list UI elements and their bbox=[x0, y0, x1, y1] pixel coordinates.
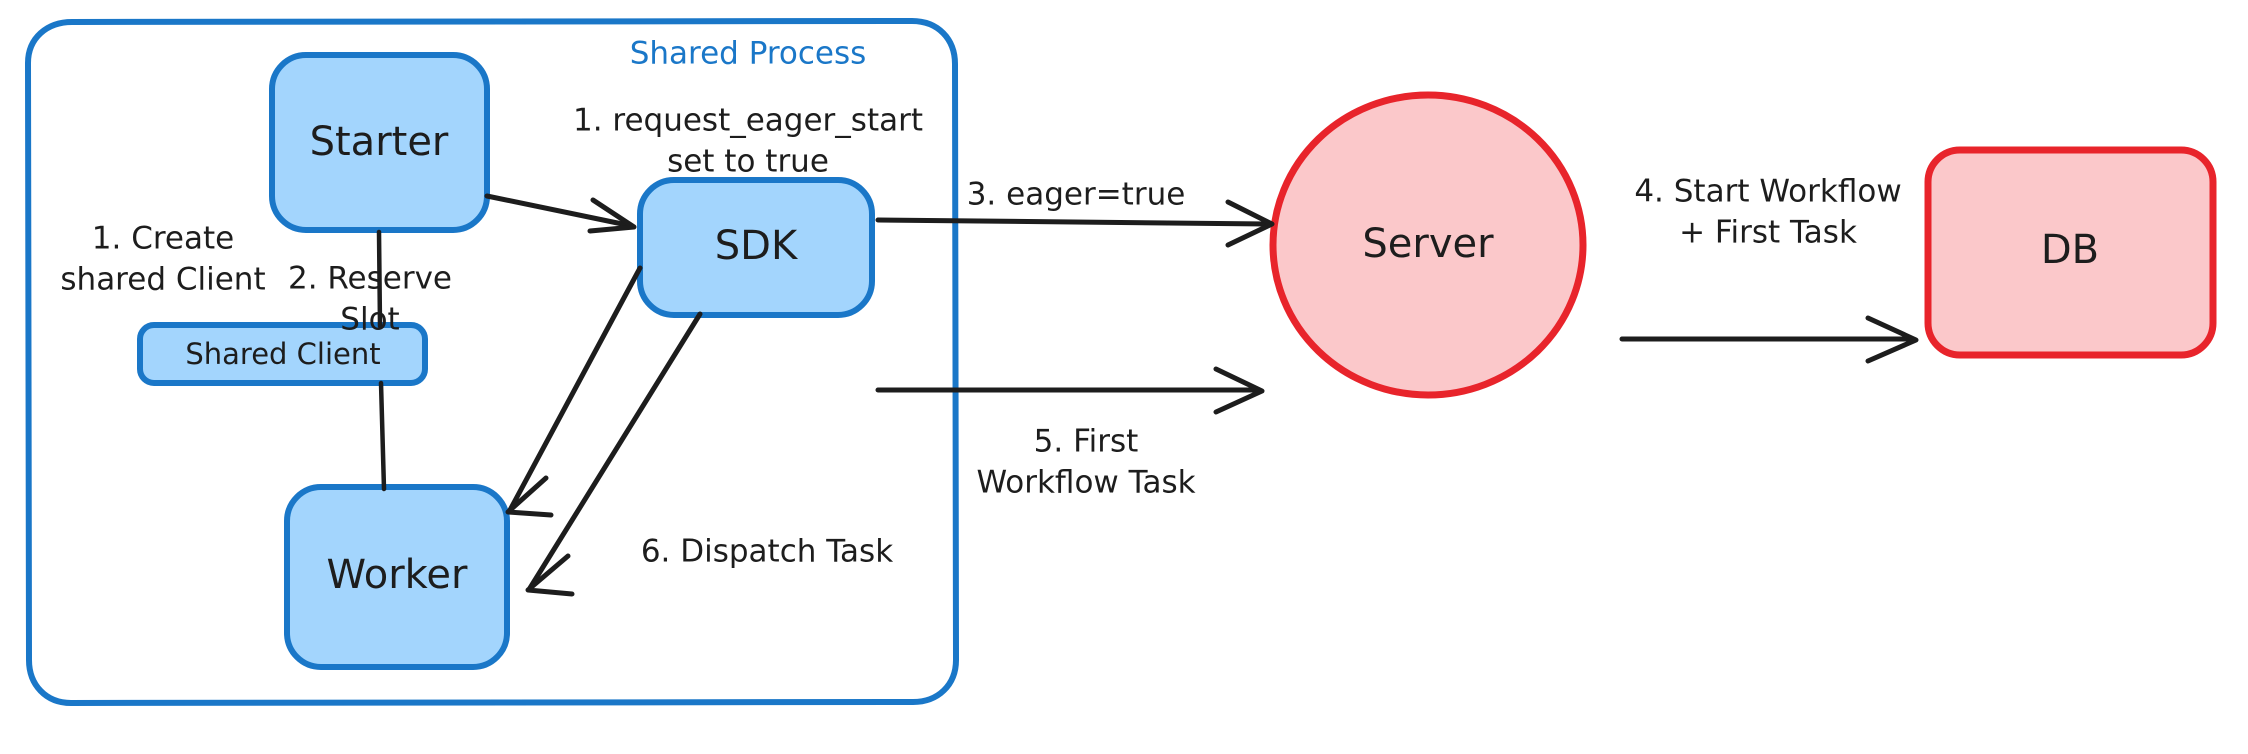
edge-label-start-workflow: 4. Start Workflow + First Task bbox=[1634, 174, 1901, 251]
first-workflow-task-line1: 5. First bbox=[1034, 424, 1139, 460]
dispatch-task-arrowhead bbox=[525, 553, 575, 597]
edge-eager-true bbox=[875, 199, 1275, 248]
request-eager-start-line bbox=[484, 193, 635, 229]
node-worker[interactable]: Worker bbox=[284, 484, 510, 670]
node-db[interactable]: DB bbox=[1924, 146, 2217, 359]
start-workflow-line2: + First Task bbox=[1679, 215, 1857, 251]
sdk-fill bbox=[640, 180, 872, 315]
node-starter[interactable]: Starter bbox=[269, 52, 490, 233]
reserve-slot-arrowhead bbox=[505, 475, 554, 518]
reserve-slot-line2: Slot bbox=[340, 302, 399, 338]
edge-starter-shared-client-worker bbox=[376, 229, 387, 492]
sdk-border bbox=[637, 177, 875, 318]
db-border bbox=[1924, 146, 2217, 359]
request-eager-start-arrowhead bbox=[587, 197, 637, 234]
starter-fill bbox=[272, 55, 487, 230]
edge-label-dispatch-task: 6. Dispatch Task bbox=[641, 534, 893, 570]
shared-client-border bbox=[137, 322, 428, 386]
worker-border bbox=[284, 484, 510, 670]
edge-label-create-shared-client: 1. Create shared Client bbox=[60, 221, 265, 298]
reserve-slot-line1: 2. Reserve bbox=[288, 261, 452, 297]
worker-label: Worker bbox=[327, 552, 468, 598]
starter-to-shared-client-line bbox=[376, 229, 383, 329]
shared-client-to-worker-line bbox=[378, 380, 387, 492]
create-shared-client-line2: shared Client bbox=[60, 262, 265, 298]
edge-label-request-eager-start: 1. request_eager_start set to true bbox=[573, 103, 923, 180]
starter-label: Starter bbox=[310, 119, 449, 165]
edge-label-reserve-slot: 2. Reserve Slot bbox=[288, 261, 452, 338]
db-fill bbox=[1928, 150, 2213, 355]
node-shared-client[interactable]: Shared Client bbox=[137, 322, 428, 386]
shared-process-label: Shared Process bbox=[630, 36, 867, 72]
edge-request-eager-start bbox=[484, 193, 637, 234]
shared-process-border bbox=[25, 18, 959, 706]
server-border bbox=[1269, 91, 1587, 399]
shared-client-fill bbox=[140, 325, 425, 383]
first-workflow-task-arrowhead bbox=[1213, 366, 1265, 415]
first-workflow-task-line2: Workflow Task bbox=[976, 465, 1195, 501]
node-server[interactable]: Server bbox=[1269, 91, 1587, 399]
edge-start-workflow bbox=[1619, 315, 1919, 364]
reserve-slot-line bbox=[507, 265, 643, 513]
request-eager-start-line2: set to true bbox=[667, 144, 829, 180]
sdk-label: SDK bbox=[715, 223, 799, 269]
shared-process-group[interactable]: Shared Process bbox=[25, 18, 959, 706]
server-label: Server bbox=[1362, 221, 1494, 267]
worker-fill bbox=[287, 487, 507, 667]
edge-first-workflow-task bbox=[875, 366, 1265, 415]
dispatch-task-line bbox=[527, 311, 703, 591]
start-workflow-arrowhead bbox=[1865, 315, 1919, 364]
request-eager-start-line1: 1. request_eager_start bbox=[573, 103, 923, 139]
edge-label-eager-true: 3. eager=true bbox=[967, 177, 1186, 213]
edge-dispatch-task bbox=[525, 311, 703, 597]
create-shared-client-line1: 1. Create bbox=[92, 221, 234, 257]
shared-client-label: Shared Client bbox=[185, 337, 380, 371]
dispatch-task-line1: 6. Dispatch Task bbox=[641, 534, 893, 570]
db-label: DB bbox=[2041, 227, 2099, 273]
eager-true-line bbox=[875, 217, 1271, 227]
eager-true-line1: 3. eager=true bbox=[967, 177, 1186, 213]
node-sdk[interactable]: SDK bbox=[637, 177, 875, 318]
edge-label-first-workflow-task: 5. First Workflow Task bbox=[976, 424, 1195, 501]
start-workflow-line1: 4. Start Workflow bbox=[1634, 174, 1901, 210]
server-fill bbox=[1273, 95, 1583, 395]
eager-true-arrowhead bbox=[1225, 199, 1275, 248]
edge-reserve-slot bbox=[505, 265, 643, 518]
